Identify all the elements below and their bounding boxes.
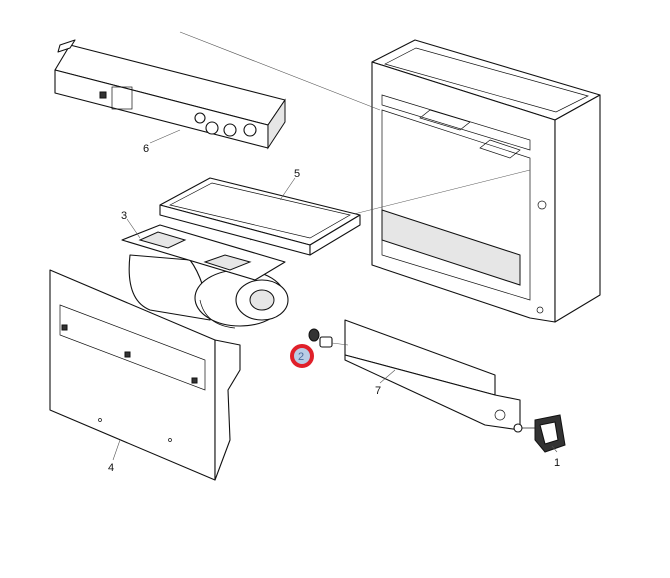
label-2[interactable]: 2 bbox=[298, 351, 304, 363]
label-1[interactable]: 1 bbox=[554, 457, 560, 469]
cabinet-housing bbox=[371, 39, 601, 323]
part-7-drain-panel[interactable] bbox=[344, 319, 521, 431]
callout-2-highlighted[interactable]: 2 bbox=[290, 344, 314, 368]
part-5-filter[interactable] bbox=[159, 177, 361, 256]
part-4-front-panel[interactable] bbox=[49, 269, 241, 481]
label-5[interactable]: 5 bbox=[294, 168, 300, 180]
label-3[interactable]: 3 bbox=[121, 210, 127, 222]
label-4[interactable]: 4 bbox=[108, 462, 114, 474]
part-1-actuator[interactable] bbox=[513, 414, 566, 453]
label-6[interactable]: 6 bbox=[143, 143, 149, 155]
part-3-blower-assembly[interactable] bbox=[121, 224, 289, 329]
part-2-fitting[interactable] bbox=[308, 328, 349, 348]
label-7[interactable]: 7 bbox=[375, 385, 381, 397]
part-6-coil[interactable] bbox=[54, 39, 286, 150]
